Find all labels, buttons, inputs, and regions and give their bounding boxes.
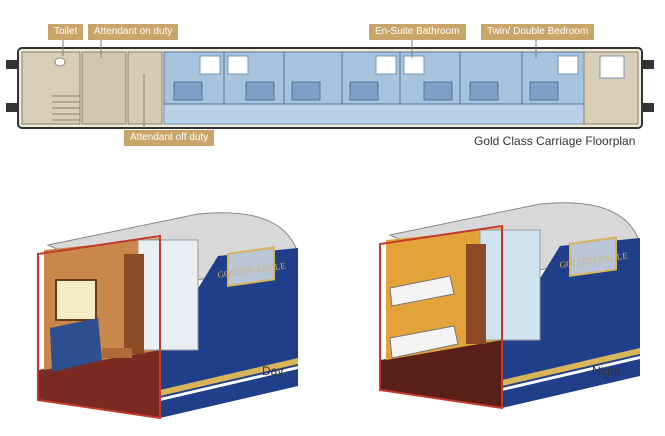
night-upper-bunk xyxy=(389,275,455,307)
attendant-on-duty-room xyxy=(81,51,127,125)
night-red-outline xyxy=(379,224,503,410)
attendant-on-duty-label: Attendant on duty xyxy=(88,24,179,40)
coupler-right xyxy=(642,60,654,112)
night-white-stripe xyxy=(502,356,640,391)
day-table xyxy=(102,348,132,358)
floorplan-title: Gold Class Carriage Floorplan xyxy=(474,134,636,148)
night-side-window xyxy=(569,236,617,278)
toilet-fixture xyxy=(54,57,66,67)
night-caption: Night xyxy=(592,364,621,378)
night-lower-bunk xyxy=(389,325,459,359)
day-inner-window xyxy=(55,279,97,321)
night-wood-door xyxy=(466,244,486,344)
toilet-label: Toilet xyxy=(48,24,84,40)
carriage-floorplan xyxy=(6,38,654,129)
cabin-2 xyxy=(223,51,285,105)
cabin-3 xyxy=(283,51,343,105)
day-cabin-cutaway: GOLDEN EAGLE xyxy=(37,212,298,420)
day-caption: Day xyxy=(262,364,284,378)
night-gold-stripe xyxy=(502,348,640,386)
cabin-4 xyxy=(341,51,401,105)
corridor xyxy=(163,103,585,125)
day-bathroom xyxy=(137,239,199,351)
toilet-room xyxy=(21,51,81,125)
end-bathroom xyxy=(599,55,625,79)
night-bathroom xyxy=(479,229,541,341)
cabin-1 xyxy=(163,51,225,105)
night-floor xyxy=(380,340,502,408)
cabin-5 xyxy=(399,51,461,105)
day-gold-stripe xyxy=(160,358,298,396)
ensuite-bathroom-label: En-Suite Bathroom xyxy=(369,24,466,40)
cabin-7 xyxy=(521,51,585,105)
service-stairs xyxy=(52,95,80,121)
attendant-off-duty-room xyxy=(127,51,163,125)
day-white-stripe xyxy=(160,366,298,401)
label-leader-lines xyxy=(62,38,537,128)
twin-double-bedroom-label: Twin/ Double Bedroom xyxy=(481,24,595,40)
day-sofa xyxy=(50,318,102,372)
cabin-6 xyxy=(459,51,523,105)
day-wood-door xyxy=(124,254,144,354)
coupler-left xyxy=(6,60,18,112)
night-cabin-cutaway: GOLDEN EAGLE xyxy=(379,202,640,410)
day-red-outline xyxy=(37,234,161,420)
attendant-off-duty-label: Attendant off duty xyxy=(124,130,215,146)
day-side-window xyxy=(227,246,275,288)
